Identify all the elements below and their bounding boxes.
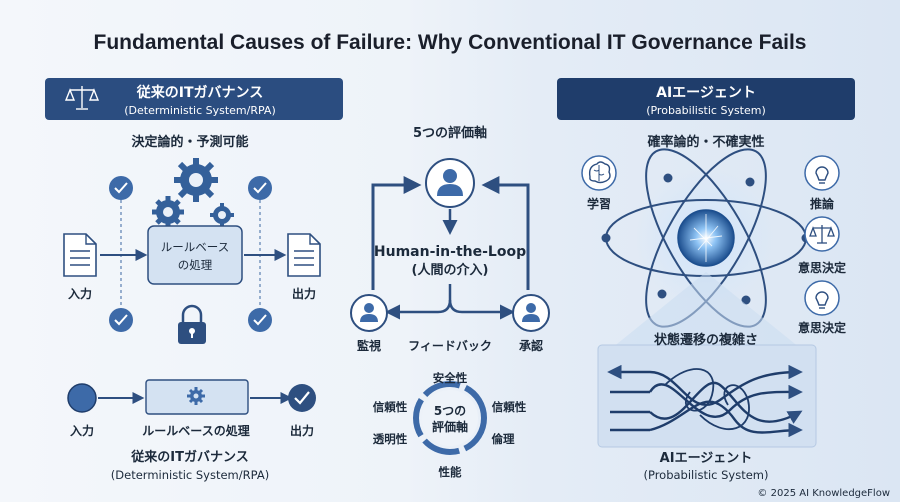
person-icon xyxy=(350,294,388,332)
axis-ethics: 倫理 xyxy=(492,432,515,446)
decision-label-2: 意思決定 xyxy=(798,320,846,335)
lightbulb-icon xyxy=(804,155,840,191)
bottom-output-label: 出力 xyxy=(290,423,314,438)
axis-reliability-right: 信頼性 xyxy=(492,400,527,414)
right-subtitle: 確率論的・不確実性 xyxy=(647,134,764,150)
check-icon xyxy=(248,308,272,332)
right-header-subtitle: (Probabilistic System) xyxy=(646,104,766,117)
input-label: 入力 xyxy=(68,286,92,301)
loop-arrow-right xyxy=(481,176,530,290)
gear-icon xyxy=(187,387,205,405)
process-label-line2: の処理 xyxy=(178,258,213,272)
document-icon xyxy=(63,233,97,277)
process-box xyxy=(147,225,243,285)
output-label: 出力 xyxy=(292,286,316,301)
hitl-title: Human-in-the-Loop xyxy=(374,244,526,260)
lock-icon xyxy=(178,304,206,344)
lightbulb-icon xyxy=(804,280,840,316)
wheel-center-line2: 評価軸 xyxy=(432,419,468,434)
wheel-center-line1: 5つの xyxy=(434,404,466,418)
gear-icon xyxy=(152,158,234,228)
left-subtitle: 決定論的・予測可能 xyxy=(131,134,248,150)
person-icon xyxy=(425,158,475,208)
check-icon xyxy=(109,176,133,200)
process-label-line1: ルールベース xyxy=(161,240,229,254)
axis-transparency: 透明性 xyxy=(373,432,408,446)
check-icon xyxy=(109,308,133,332)
inference-label: 推論 xyxy=(810,196,835,211)
input-node xyxy=(67,383,97,413)
left-header-title: 従来のITガバナンス xyxy=(136,84,263,101)
loop-arrow-left xyxy=(371,176,422,290)
complexity-label: 状態遷移の複雑さ xyxy=(654,332,758,348)
axis-reliability-left: 信頼性 xyxy=(373,400,408,414)
spotlight-cone xyxy=(612,272,800,348)
axis-safety: 安全性 xyxy=(433,371,468,385)
learning-label: 学習 xyxy=(587,196,611,211)
check-icon xyxy=(288,384,316,412)
right-header: AIエージェント (Probabilistic System) xyxy=(557,78,855,120)
person-icon xyxy=(512,294,550,332)
document-icon xyxy=(287,233,321,277)
left-footer-subtitle: (Deterministic System/RPA) xyxy=(111,468,269,482)
monitor-label: 監視 xyxy=(357,338,381,353)
brain-icon xyxy=(581,155,617,191)
axis-performance: 性能 xyxy=(439,465,462,479)
feedback-label: フィードバック xyxy=(408,339,492,353)
right-footer-title: AIエージェント xyxy=(660,451,753,466)
middle-top-label: 5つの評価軸 xyxy=(413,125,487,141)
evaluation-wheel xyxy=(413,381,487,455)
hitl-subtitle: (人間の介入) xyxy=(412,262,489,278)
left-header-subtitle: (Deterministic System/RPA) xyxy=(124,104,276,117)
scales-icon xyxy=(804,216,840,252)
scales-icon xyxy=(64,86,100,110)
page-title: Fundamental Causes of Failure: Why Conve… xyxy=(94,31,807,54)
left-header: 従来のITガバナンス (Deterministic System/RPA) xyxy=(45,78,343,120)
decision-label-1: 意思決定 xyxy=(798,260,846,275)
bottom-process-label: ルールベースの処理 xyxy=(142,423,249,438)
bottom-input-label: 入力 xyxy=(70,423,94,438)
approve-label: 承認 xyxy=(519,338,543,353)
right-header-title: AIエージェント xyxy=(656,85,756,101)
copyright: © 2025 AI KnowledgeFlow xyxy=(757,488,890,499)
check-icon xyxy=(248,176,272,200)
left-footer-title: 従来のITガバナンス xyxy=(130,449,248,465)
tangled-paths xyxy=(607,364,803,438)
right-footer-subtitle: (Probabilistic System) xyxy=(643,468,768,482)
